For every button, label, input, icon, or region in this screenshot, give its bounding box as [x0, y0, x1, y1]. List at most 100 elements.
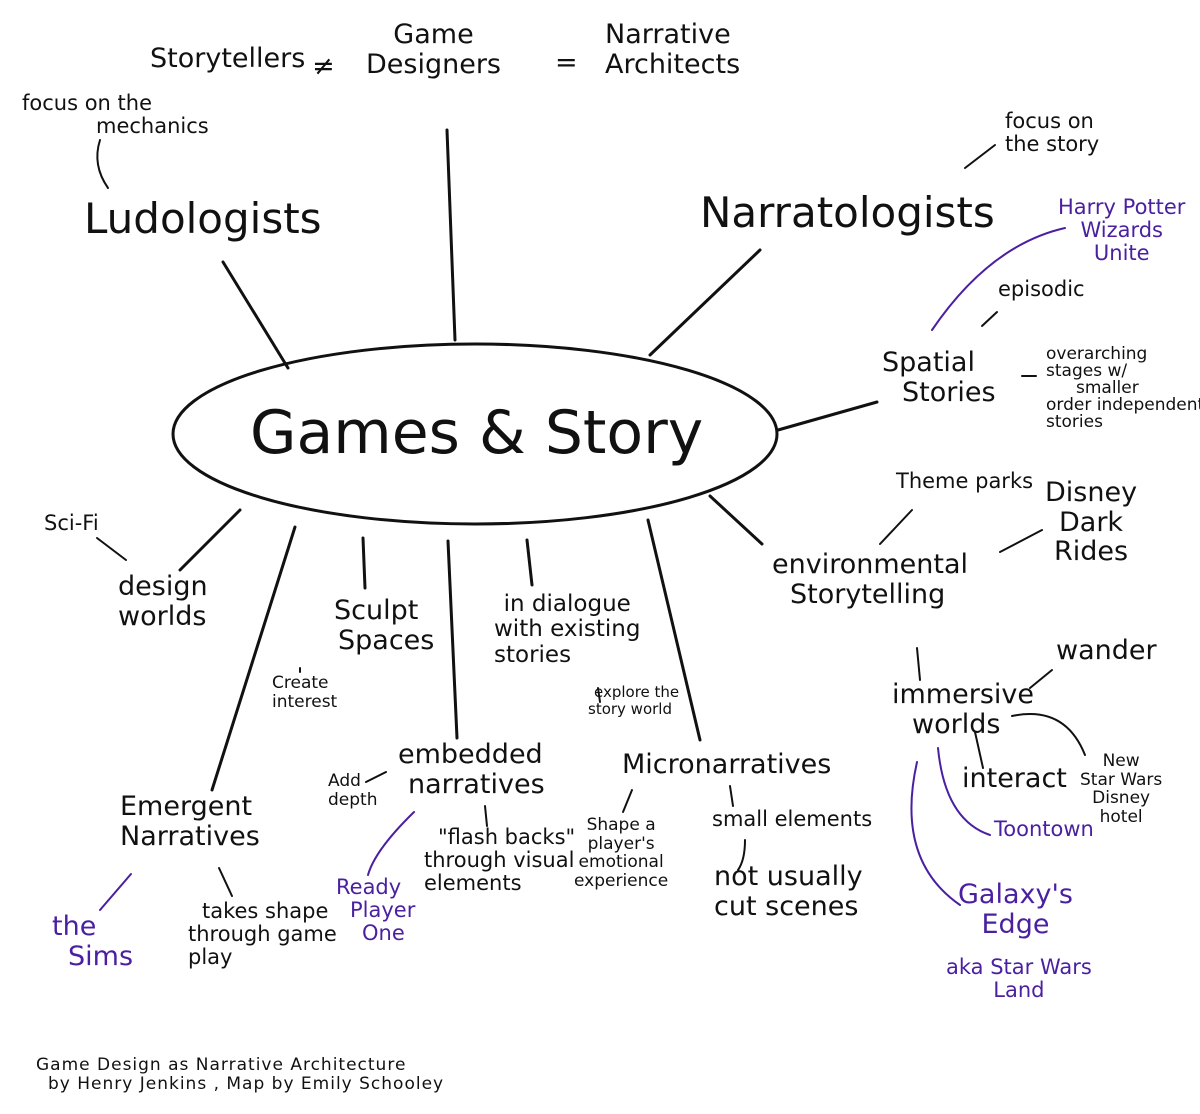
embedded-line-1: embedded — [398, 739, 543, 770]
sims-line-1: the — [52, 911, 97, 942]
line-design-worlds — [178, 508, 242, 572]
line-game-designers — [445, 128, 457, 342]
embedded-narratives-title: embedded narratives — [398, 740, 545, 799]
game-designers-label: Game Designers — [366, 20, 501, 79]
ready-player-one-label: Ready Player One — [336, 875, 415, 946]
in-dialogue-title: in dialogue with existing stories — [494, 591, 640, 668]
explore-story-world-note: explore the story world — [588, 684, 679, 717]
shape-line-4: experience — [574, 871, 669, 892]
narratologists-note-line-1: focus on — [1005, 109, 1094, 133]
line-narratologists — [648, 248, 762, 357]
galaxys-edge-line-2: Edge — [981, 908, 1050, 940]
interact-label: interact — [962, 763, 1067, 794]
design-worlds-line-1: design — [118, 571, 208, 602]
disney-dark-rides-label: Disney Dark Rides — [1045, 478, 1137, 567]
line-flashbacks — [484, 805, 488, 827]
line-rpo — [367, 811, 415, 876]
narrative-architects-line-2: Architects — [605, 48, 741, 80]
shape-line-1: Shape a — [586, 815, 656, 835]
shape-line-2: player's — [587, 833, 655, 854]
aka-line-2: Land — [993, 978, 1045, 1003]
new-star-wars-line-4: hotel — [1099, 807, 1143, 828]
aka-star-wars-land-label: aka Star Wars Land — [946, 955, 1092, 1003]
theme-parks-label: Theme parks — [896, 469, 1034, 493]
sculpt-line-2: Spaces — [338, 624, 435, 656]
immersive-line-2: worlds — [912, 708, 1001, 740]
immersive-worlds-title: immersive worlds — [892, 680, 1034, 739]
environmental-storytelling-title: environmental Storytelling — [772, 550, 968, 609]
line-narra-note — [964, 144, 996, 169]
immersive-line-1: immersive — [892, 679, 1034, 710]
not-usually-cut-scenes-label: not usually cut scenes — [714, 862, 863, 921]
new-star-wars-line-1: New — [1102, 751, 1140, 771]
line-hp — [931, 227, 1066, 331]
line-micro — [646, 518, 702, 742]
add-depth-line-1: Add — [328, 771, 361, 791]
game-designers-line-1: Game — [393, 19, 474, 50]
new-star-wars-line-2: Star Wars — [1080, 769, 1163, 790]
sci-fi-label: Sci-Fi — [44, 511, 99, 535]
flashbacks-line-3: elements — [424, 871, 522, 896]
line-ludologists — [221, 260, 290, 370]
narrative-architects-line-1: Narrative — [605, 19, 731, 50]
design-worlds-title: design worlds — [118, 572, 208, 631]
line-new-star-wars — [1011, 713, 1086, 756]
line-dialogue — [525, 538, 534, 587]
embedded-line-2: narratives — [408, 768, 545, 800]
overarching-line-1: overarching — [1046, 344, 1148, 364]
line-galaxys-edge — [910, 761, 961, 906]
disney-line-1: Disney — [1045, 477, 1138, 508]
line-shape — [622, 789, 633, 813]
storytellers-label: Storytellers — [150, 43, 306, 74]
overarching-note: overarching stages w/ smaller order inde… — [1046, 346, 1200, 431]
ludologists-note: focus on the mechanics — [22, 91, 209, 139]
line-not-cut — [737, 839, 746, 871]
line-spatial — [776, 400, 879, 432]
overarching-line-2: stages w/ — [1046, 361, 1128, 381]
ludologists-note-line-2: mechanics — [96, 114, 209, 139]
narratologists-title: Narratologists — [700, 188, 995, 237]
line-episodic — [981, 311, 998, 327]
narrative-architects-label: Narrative Architects — [605, 20, 740, 79]
design-worlds-line-2: worlds — [118, 600, 207, 632]
explore-line-2: story world — [588, 699, 672, 718]
harry-potter-line-1: Harry Potter — [1058, 195, 1186, 219]
takes-shape-note: takes shape through game play — [188, 899, 337, 969]
disney-line-2: Dark — [1058, 506, 1124, 538]
galaxys-edge-label: Galaxy's Edge — [958, 880, 1073, 939]
line-small — [729, 785, 734, 807]
create-interest-line-1: Create — [272, 673, 329, 693]
line-ludo-note — [96, 139, 109, 189]
create-interest-note: Create interest — [272, 674, 337, 711]
game-designers-line-2: Designers — [366, 48, 501, 80]
not-cut-line-1: not usually — [714, 861, 863, 892]
ludologists-note-line-1: focus on the — [22, 91, 153, 115]
line-add-depth — [365, 771, 387, 783]
sims-line-2: Sims — [68, 940, 134, 972]
overarching-line-4: order independent — [1046, 395, 1200, 415]
add-depth-note: Add depth — [328, 772, 377, 809]
spatial-stories-line-1: Spatial — [882, 347, 975, 378]
rpo-line-3: One — [362, 921, 405, 946]
flashbacks-line-1: "flash backs" — [438, 825, 576, 849]
harry-potter-line-3: Unite — [1093, 241, 1150, 266]
center-title: Games & Story — [250, 398, 704, 468]
add-depth-line-2: depth — [328, 789, 378, 810]
environmental-line-2: Storytelling — [790, 578, 946, 610]
new-star-wars-line-3: Disney — [1092, 788, 1151, 809]
shape-experience-note: Shape a player's emotional experience — [574, 816, 668, 891]
the-sims-label: the Sims — [52, 912, 133, 971]
not-cut-line-2: cut scenes — [714, 890, 859, 922]
emergent-line-2: Narratives — [120, 820, 260, 852]
not-equal-sign: ≠ — [312, 51, 335, 82]
line-wander — [1029, 669, 1053, 689]
micronarratives-title: Micronarratives — [622, 749, 832, 780]
rpo-line-1: Ready — [336, 875, 402, 899]
wander-label: wander — [1056, 635, 1157, 666]
line-interact — [974, 731, 984, 769]
narratologists-note-line-2: the story — [1005, 132, 1100, 157]
credit-line-2: by Henry Jenkins , Map by Emily Schooley — [48, 1073, 445, 1094]
line-disney — [999, 529, 1043, 553]
line-immersive — [916, 647, 921, 681]
